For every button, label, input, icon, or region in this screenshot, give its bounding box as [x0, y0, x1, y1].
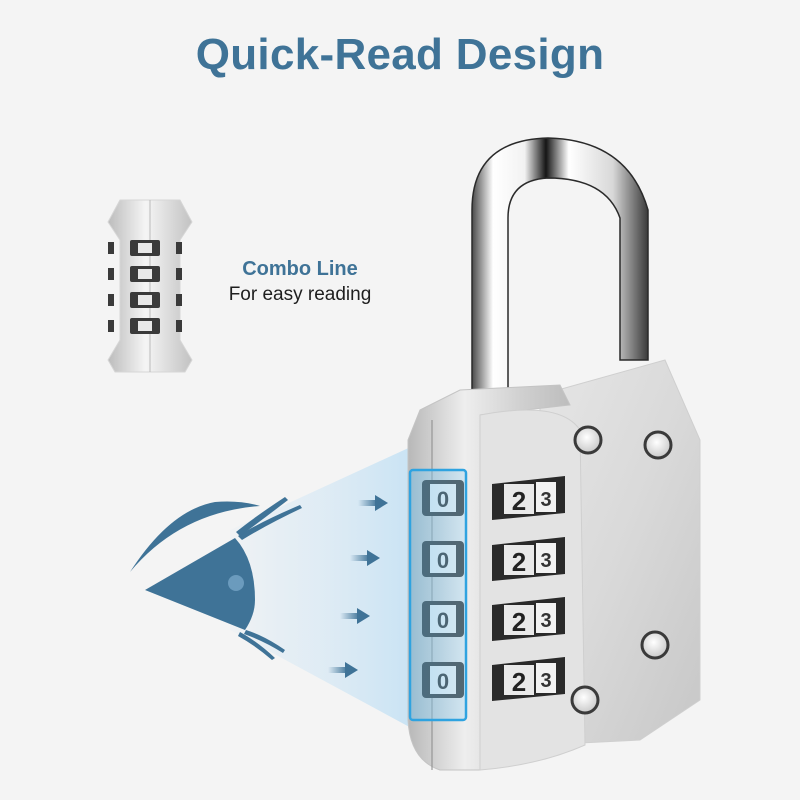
combo-line-callout: Combo Line For easy reading [210, 256, 390, 308]
page-title: Quick-Read Design [195, 30, 605, 79]
arrow-right-icon [328, 662, 358, 678]
combo-line-highlight [408, 468, 468, 722]
arrow-right-icon [350, 550, 380, 566]
front-dials: 2 3 2 3 2 3 2 3 [492, 476, 565, 701]
svg-text:2: 2 [512, 667, 526, 697]
callout-heading: Combo Line [242, 258, 358, 280]
front-dial: 2 3 [492, 476, 565, 520]
svg-text:2: 2 [512, 607, 526, 637]
sight-beam [230, 445, 415, 730]
lock-shackle [471, 137, 649, 393]
front-dial: 2 3 [492, 597, 565, 641]
svg-text:3: 3 [540, 670, 551, 692]
arrow-right-icon [358, 495, 388, 511]
arrow-right-icon [340, 608, 370, 624]
combo-dial-thumbnail [107, 199, 193, 373]
svg-text:2: 2 [512, 547, 526, 577]
svg-text:3: 3 [540, 550, 551, 572]
svg-text:2: 2 [512, 486, 526, 516]
svg-text:3: 3 [540, 489, 551, 511]
eye-icon [130, 497, 302, 660]
front-dial: 2 3 [492, 657, 565, 701]
rivet [570, 425, 673, 715]
front-dial: 2 3 [492, 537, 565, 581]
svg-text:3: 3 [540, 610, 551, 632]
callout-subtext: For easy reading [228, 284, 372, 305]
